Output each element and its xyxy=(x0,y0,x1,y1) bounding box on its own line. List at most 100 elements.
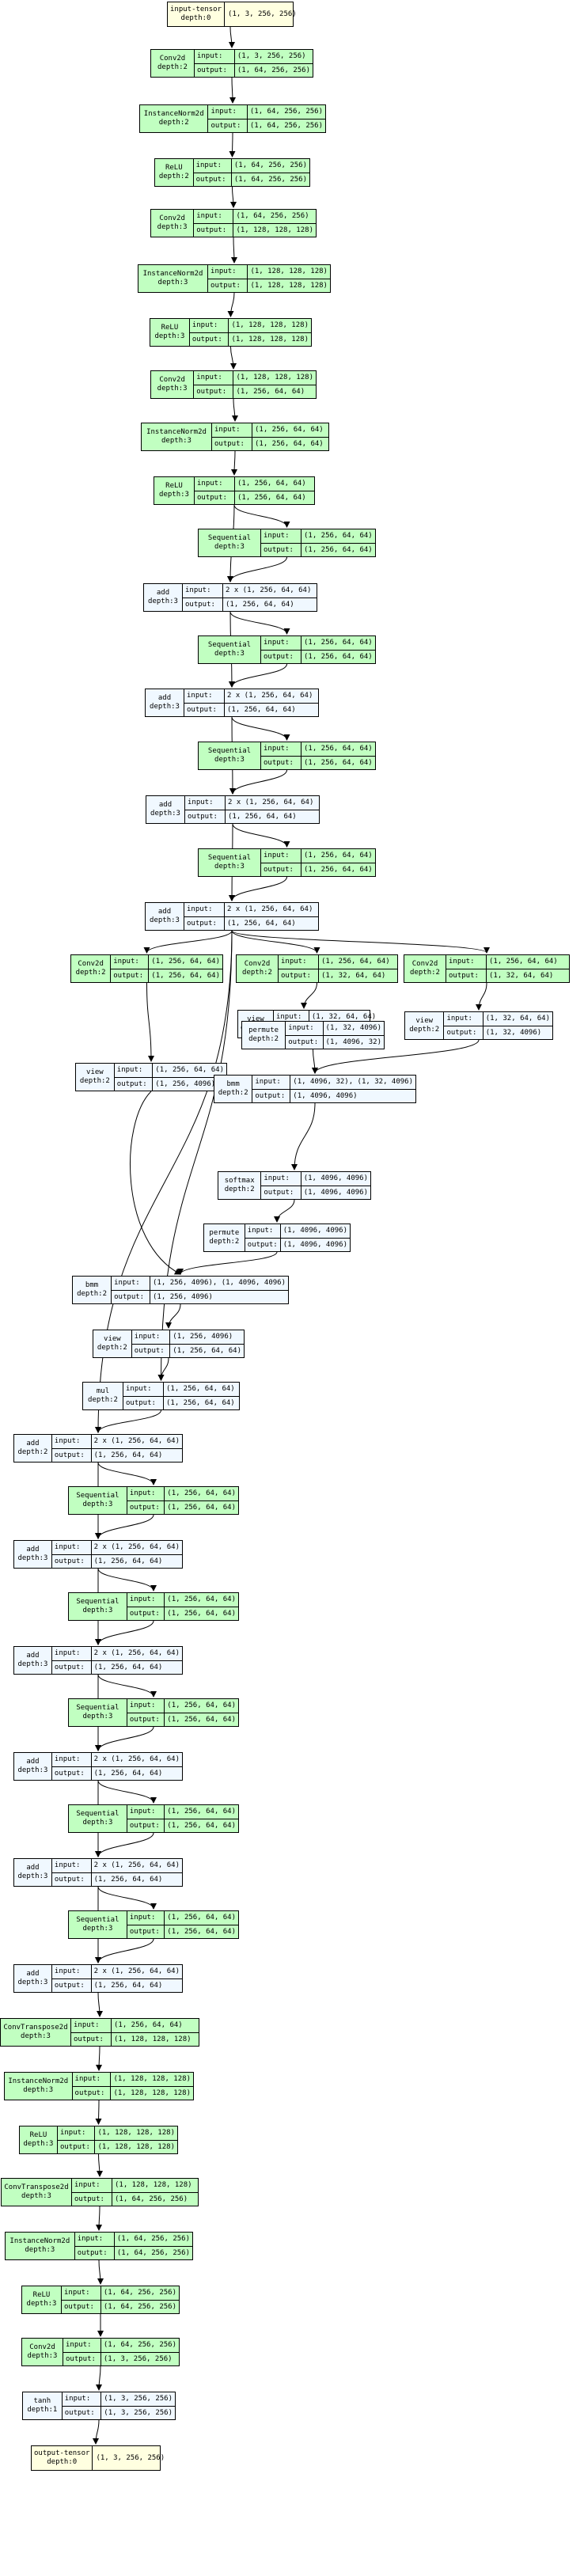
output-shape: (1, 256, 64, 64) xyxy=(167,1715,236,1724)
edge-instnorm-4-to-relu-4 xyxy=(95,2100,102,2125)
output-label: output: xyxy=(64,2408,95,2417)
node-label: Sequential depth:3 xyxy=(199,849,261,876)
input-shape: (1, 256, 64, 64) xyxy=(165,1593,238,1607)
output-label: output: xyxy=(54,1663,85,1671)
output-shape: (1, 256, 64, 64) xyxy=(167,1927,236,1936)
edge-bmm-1-to-softmax xyxy=(291,1102,316,1170)
edge-conv2d-4-to-tanh xyxy=(96,2365,103,2391)
input-shape: 2 x (1, 256, 64, 64) xyxy=(91,1859,182,1873)
node-label: Sequential depth:3 xyxy=(69,1487,127,1514)
edge-conv2d-3-to-instnorm-3 xyxy=(231,398,238,422)
node-label: add depth:3 xyxy=(14,1965,52,1992)
output-label: output: xyxy=(247,1240,278,1249)
edge-view-d-to-mul xyxy=(157,1357,169,1381)
node-label: output-tensor depth:0 xyxy=(34,2449,90,2466)
input-shape: (1, 128, 128, 128) xyxy=(248,265,330,279)
input-shape: 2 x (1, 256, 64, 64) xyxy=(91,1541,182,1555)
input-label: input: xyxy=(261,529,301,544)
edge-tanh-to-output-tensor xyxy=(93,2419,100,2445)
input-label: input: xyxy=(185,796,225,810)
output-label: output: xyxy=(129,1821,160,1830)
output-label: output: xyxy=(126,1398,156,1407)
input-label: input: xyxy=(51,1647,91,1661)
input-label: input: xyxy=(183,584,222,598)
node-label: softmax depth:2 xyxy=(218,1172,262,1199)
output-shape: (1, 4096, 32) xyxy=(325,1038,381,1046)
edge-instnorm-2-to-relu-2 xyxy=(227,292,235,317)
output-shape: (1, 128, 128, 128) xyxy=(231,335,309,343)
node-label: view depth:2 xyxy=(405,1012,445,1039)
input-label: input: xyxy=(131,1330,170,1345)
input-label: input: xyxy=(72,2179,112,2193)
input-label: input: xyxy=(184,903,224,917)
node-label: ConvTranspose2d depth:3 xyxy=(2,2179,72,2206)
input-label: input: xyxy=(195,477,234,491)
node-label: permute depth:2 xyxy=(204,1224,245,1251)
input-shape: (1, 4096, 32), (1, 32, 4096) xyxy=(290,1076,415,1090)
output-label: output: xyxy=(214,439,245,448)
output-shape: (1, 128, 128, 128) xyxy=(114,2035,192,2043)
output-label: output: xyxy=(264,652,294,661)
input-label: input: xyxy=(114,1064,153,1078)
output-label: output: xyxy=(54,1769,85,1777)
node-label: Sequential depth:3 xyxy=(199,742,261,769)
input-shape: (1, 256, 64, 64) xyxy=(235,477,314,491)
input-shape: 2 x (1, 256, 64, 64) xyxy=(226,796,319,810)
edge-relu-4-to-convT-2 xyxy=(96,2153,103,2177)
edge-add-3-to-seq-4 xyxy=(232,823,290,848)
edge-relu-1-to-conv2d-2 xyxy=(229,186,237,208)
input-label: input: xyxy=(444,1012,483,1026)
input-shape: (1, 64, 256, 256) xyxy=(114,2233,192,2247)
output-label: output: xyxy=(196,226,227,234)
edge-permute-1-to-bmm-1 xyxy=(311,1049,318,1074)
output-label: output: xyxy=(129,1927,160,1936)
input-label: input: xyxy=(72,2073,111,2087)
input-shape: (1, 64, 256, 256) xyxy=(100,2339,179,2353)
input-shape: 2 x (1, 256, 64, 64) xyxy=(223,584,317,598)
input-shape: (1, 256, 64, 64) xyxy=(112,2019,199,2033)
edge-add-2-to-seq-3 xyxy=(231,716,290,741)
input-shape: (1, 32, 64, 64) xyxy=(483,1012,552,1026)
node-label: InstanceNorm2d depth:3 xyxy=(5,2073,73,2100)
input-label: input: xyxy=(63,2339,100,2353)
edge-seq-6-to-add-7 xyxy=(95,1620,154,1645)
edge-add-6-to-seq-6 xyxy=(97,1568,157,1592)
edge-seq-5-to-add-6 xyxy=(95,1514,154,1539)
input-shape: (1, 256, 64, 64) xyxy=(301,742,375,757)
input-shape: (1, 64, 256, 256) xyxy=(231,159,309,173)
output-shape: (1, 256, 64, 64) xyxy=(93,1981,163,1990)
output-label: output: xyxy=(74,2035,104,2043)
node-label: Sequential depth:3 xyxy=(69,1699,127,1726)
input-label: input: xyxy=(194,210,233,224)
node-label: ReLU depth:3 xyxy=(150,319,190,346)
input-label: input: xyxy=(261,742,301,757)
node-label: mul depth:2 xyxy=(83,1383,123,1409)
node-label: ConvTranspose2d depth:3 xyxy=(1,2019,71,2046)
node-label: Sequential depth:3 xyxy=(199,636,261,663)
node-label: Conv2d depth:2 xyxy=(237,955,279,982)
input-label: input: xyxy=(111,955,149,969)
node-label: bmm depth:2 xyxy=(214,1076,253,1102)
output-label: output: xyxy=(54,1875,85,1884)
input-shape: (1, 256, 64, 64) xyxy=(165,1911,238,1925)
output-label: output: xyxy=(264,758,294,767)
output-shape: (1, 32, 64, 64) xyxy=(489,971,554,980)
edge-add-8-to-seq-8 xyxy=(97,1780,157,1804)
input-shape: (1, 256, 64, 64) xyxy=(252,423,328,438)
